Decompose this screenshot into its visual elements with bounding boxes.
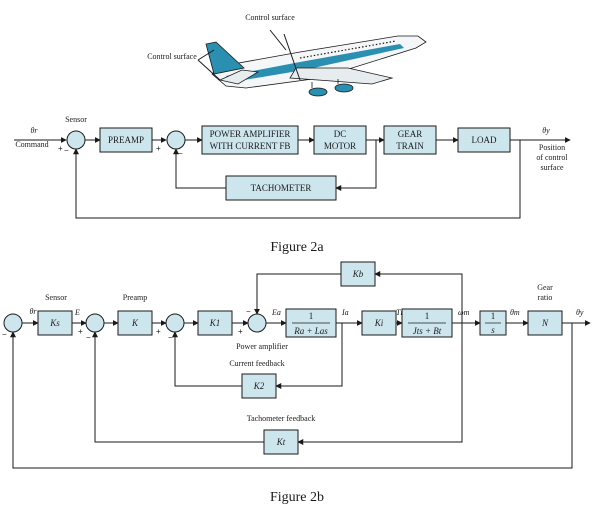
summing-junction-sensor [66, 130, 86, 150]
gear-train-line2: TRAIN [396, 141, 424, 151]
armature-denominator: Ra + Las [293, 326, 328, 336]
sign-plus: + [156, 327, 161, 336]
mechanical-numerator: 1 [425, 311, 430, 321]
dc-motor-line1: DC [334, 129, 347, 139]
sign-plus: + [78, 327, 83, 336]
current-feedback-label: Current feedback [229, 359, 284, 368]
n-text: N [541, 318, 549, 328]
e-symbol: E [74, 308, 80, 317]
power-amp-line2: WITH CURRENT FB [210, 141, 291, 151]
figure-2b-caption: Figure 2b [270, 490, 324, 505]
airplane-illustration [197, 29, 427, 97]
summing-junction-current [165, 313, 185, 333]
power-amp-line1: POWER AMPLIFIER [210, 129, 291, 139]
n-block [527, 310, 563, 336]
airplane-tail-fin [205, 41, 245, 75]
kb-text: Kb [352, 269, 364, 279]
armature-numerator: 1 [309, 311, 314, 321]
load-block [457, 127, 511, 153]
figure-2a: θr Command Sensor + − PREAMP + − POWER A… [14, 115, 571, 219]
k-block [117, 310, 153, 336]
airplane-windows [299, 40, 397, 59]
gear-ratio-label-line2: ratio [538, 293, 553, 302]
k-text: K [131, 318, 139, 328]
ki-block [361, 310, 397, 336]
output-label-line1: Position [539, 143, 565, 152]
ks-block [37, 310, 73, 336]
sign-minus: − [64, 146, 69, 155]
tachometer-feedback-label: Tachometer feedback [247, 414, 316, 423]
tachometer-text: TACHOMETER [251, 183, 312, 193]
theta-r-symbol: θr [29, 307, 37, 316]
theta-m-symbol: θm [510, 308, 520, 317]
figure-2b: θr − Sensor Ks E + − Preamp K + − K1 + −… [2, 261, 591, 469]
sign-minus: − [178, 149, 183, 158]
ea-symbol: Ea [271, 308, 281, 317]
sensor-label-b: Sensor [45, 293, 67, 302]
control-surface-label-left: Control surface [147, 52, 197, 61]
sign-plus: + [238, 327, 243, 336]
airplane-engine [334, 83, 354, 93]
summing-junction-position [3, 313, 23, 333]
k2-block [241, 373, 277, 399]
airplane-wing [289, 67, 394, 85]
k1-text: K1 [209, 318, 221, 328]
sign-minus: − [2, 330, 7, 339]
theta-y-symbol: θy [576, 308, 584, 317]
airplane-engine [308, 87, 328, 97]
omega-m-symbol: ωm [458, 308, 470, 317]
sensor-label: Sensor [65, 115, 87, 124]
command-label: Command [15, 140, 48, 149]
summing-junction-tach [166, 130, 186, 150]
airplane-stripe [226, 44, 404, 82]
integrator-denominator: s [491, 325, 495, 335]
kt-block [263, 429, 299, 455]
kt-text: Kt [276, 437, 286, 447]
load-text: LOAD [472, 135, 497, 145]
sign-minus: − [168, 333, 173, 342]
sign-plus: + [156, 144, 161, 153]
k1-block [197, 310, 233, 336]
preamp-label-b: Preamp [123, 293, 147, 302]
k2-text: K2 [253, 381, 265, 391]
ia-symbol: Ia [341, 308, 349, 317]
summing-junction-back-emf [247, 313, 267, 333]
power-amplifier-block [201, 125, 299, 155]
power-amplifier-label: Power amplifier [236, 342, 288, 351]
mechanical-denominator: Jts + Bt [413, 326, 442, 336]
figure-2a-caption: Figure 2a [270, 240, 324, 255]
gear-train-line1: GEAR [398, 129, 423, 139]
output-label-line3: surface [540, 163, 564, 172]
airplane-stabilizer [218, 69, 260, 85]
control-surface-label-top: Control surface [245, 13, 295, 22]
tm-symbol: Tm [396, 308, 406, 317]
sign-minus: − [86, 333, 91, 342]
ks-text: Ks [49, 318, 60, 328]
gear-train-block [383, 125, 437, 155]
integrator-numerator: 1 [491, 311, 496, 321]
dc-motor-line2: MOTOR [324, 141, 356, 151]
ki-text: Ki [374, 318, 384, 328]
command-symbol: θr [30, 126, 38, 135]
output-symbol: θy [542, 126, 550, 135]
sign-minus: − [246, 307, 251, 316]
preamp-block [99, 127, 153, 153]
kb-block [340, 261, 376, 287]
summing-junction-tach-b [85, 313, 105, 333]
preamp-text: PREAMP [108, 135, 144, 145]
sign-plus: + [58, 144, 63, 153]
output-label-line2: of control [536, 153, 568, 162]
gear-ratio-label-line1: Gear [537, 283, 553, 292]
